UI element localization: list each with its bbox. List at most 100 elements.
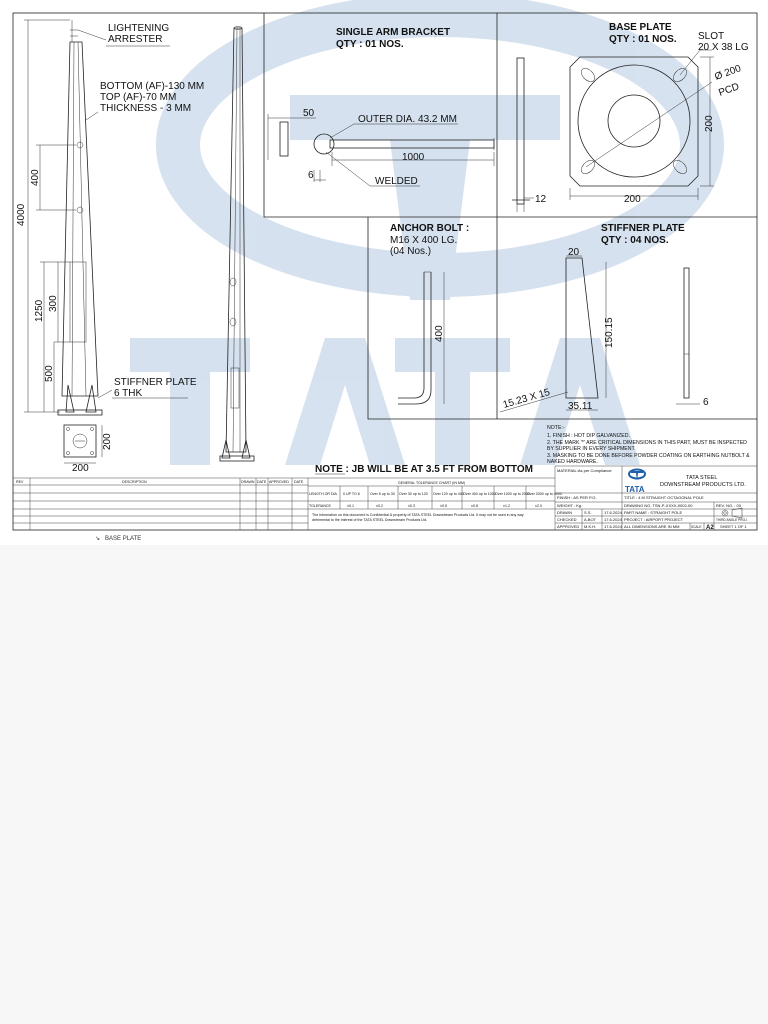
dim-1250: 1250: [34, 299, 45, 322]
tol-r2-7: ±2.0: [535, 504, 542, 508]
tol-r1-2: Over 6 up to 30: [370, 492, 395, 496]
note-3a: 3. MASKING TO BE DONE BEFORE POWDER COAT…: [547, 453, 750, 459]
tol-r2-6: ±1.2: [503, 504, 510, 508]
tb-material: MATERIAL:As per Compliance: [557, 468, 612, 473]
projection-symbol-icon: [721, 507, 743, 519]
notes-heading: NOTE:-: [547, 425, 565, 431]
base-plate-caption: ↘ BASE PLATE: [95, 535, 141, 542]
note-2b: BY SUPPLIER IN EVERY SHIPMENT.: [547, 446, 636, 452]
tb-logo-text: TATA: [625, 485, 645, 494]
tb-part-name: PART NAME : STRAIGHT POLE: [624, 510, 682, 515]
dim-300: 300: [48, 295, 59, 312]
base-plate-title: BASE PLATE: [609, 22, 672, 33]
tb-signer-date-1: 17.6.2024: [604, 517, 623, 522]
stiffner-qty: QTY : 04 NOS.: [601, 235, 669, 246]
anchor-bolt-title: ANCHOR BOLT :: [390, 223, 469, 234]
tb-weight: WEIGHT : Kg: [557, 503, 581, 508]
tol-r1-5: Over 400 up to 1000: [463, 492, 496, 496]
tb-title: TITLE : 4 M STRAIGHT OCTAGONAL POLE: [624, 495, 704, 500]
revision-table: [13, 477, 555, 530]
label-pcd-dia: Ø 200: [713, 63, 743, 83]
caption-text: BASE PLATE: [105, 536, 142, 542]
pole-front-view: [57, 20, 103, 416]
tolerance-title: GENERAL TOLERANCE CHART (IN MM): [398, 481, 465, 485]
dim-anchor-400: 400: [434, 325, 445, 342]
tol-r1-4: Over 120 up to 400: [433, 492, 464, 496]
tb-signer-name-2: M.K.H.: [584, 524, 596, 529]
base-plate-side-view: [512, 57, 534, 212]
title-block: [554, 465, 757, 530]
tb-company-2: DOWNSTREAM PRODUCTS LTD.: [660, 482, 746, 488]
label-lightening: LIGHTENING: [108, 23, 169, 34]
tb-signer-date-2: 17.6.2024: [604, 524, 623, 529]
dim-stiffner-20: 20: [568, 247, 580, 258]
tb-signer-date-0: 17.6.2024: [604, 510, 623, 515]
tb-signer-role-0: DRAWN: [557, 510, 572, 515]
tb-signer-role-2: APPROVED: [557, 524, 579, 529]
label-bottom-af: BOTTOM (AF)-130 MM: [100, 81, 204, 92]
dim-bracket-50: 50: [303, 108, 315, 119]
tol-r1-6: Over 1000 up to 2000: [495, 492, 530, 496]
rev-header-date: DATE: [257, 480, 267, 484]
tb-all-dims: ALL DIMENSIONS ARE IN MM: [624, 524, 679, 529]
section-frames: [263, 13, 757, 420]
tb-size: A2: [706, 525, 714, 531]
tol-r1-0: LENGTH OR DIA: [309, 492, 338, 496]
anchor-bolt-spec: M16 X 400 LG.: [390, 235, 457, 246]
note-3b: NAKED HARDWARE.: [547, 459, 598, 465]
tb-scale: SCALE: [691, 525, 701, 529]
dim-bracket-6: 6: [308, 170, 314, 181]
dim-base-200-vertical: 200: [704, 115, 715, 132]
pole-dimensions: [24, 19, 76, 413]
caption-arrow-icon: ↘: [95, 536, 101, 542]
stiffner-title: STIFFNER PLATE: [601, 223, 685, 234]
anchor-bolt-drawing: [398, 271, 445, 405]
tb-project: PROJECT : AIRPORT PROJECT: [624, 517, 684, 522]
note-1: 1. FINISH : HOT DIP GALVANIZED.: [547, 433, 630, 439]
dim-stiffner-6: 6: [703, 397, 709, 408]
confidential-line-1: The information on this document is Conf…: [312, 513, 524, 517]
tb-finish: FINISH : AS PER P.O.: [557, 495, 597, 500]
base-plate-top-view: [569, 49, 714, 200]
label-welded: WELDED: [375, 176, 418, 187]
dim-500: 500: [44, 365, 55, 382]
note-2a: 2. THE MARK '*' ARE CRITICAL DIMENSIONS …: [547, 440, 747, 446]
rev-header-drawn: DRAWN: [241, 480, 255, 484]
label-top-af: TOP (AF)-70 MM: [100, 92, 176, 103]
single-arm-bracket-drawing: [267, 114, 495, 187]
tb-rev-no: REV. NO. : 00: [716, 503, 742, 508]
dim-base-12: 12: [535, 194, 547, 205]
tol-r1-7: Over 2000 up to 4000: [527, 492, 562, 496]
confidential-line-2: detrimental to the interest of the TATA …: [312, 518, 427, 522]
label-slot: SLOT: [698, 31, 724, 42]
drawing-sheet: 4000 400 1250 300 500 LIGHTENING ARRESTE…: [12, 0, 758, 531]
label-arrester: ARRESTER: [108, 34, 162, 45]
label-pcd: PCD: [717, 81, 741, 99]
jb-note: NOTE : JB WILL BE AT 3.5 FT FROM BOTTOM: [315, 464, 533, 475]
label-outer-dia: OUTER DIA. 43.2 MM: [358, 114, 457, 125]
tol-r2-3: ±0.3: [408, 504, 415, 508]
label-stiffner-plate: STIFFNER PLATE: [114, 377, 197, 388]
tb-signer-name-0: S.S.: [584, 510, 592, 515]
stiffner-plate-drawing: [499, 255, 700, 413]
tol-r2-1: ±0.1: [347, 504, 354, 508]
dim-base-200-horizontal: 200: [624, 194, 641, 205]
tata-logo-icon: [628, 468, 646, 481]
sheet-border: [12, 12, 758, 531]
tb-signer-name-1: A.BOT: [584, 517, 597, 522]
tb-drawing-no: DRAWING NO. TSN-P-XXXX-0002-00: [624, 503, 693, 508]
engineering-drawing: 4000 400 1250 300 500 LIGHTENING ARRESTE…: [12, 0, 758, 531]
tol-r2-5: ±0.8: [471, 504, 478, 508]
bracket-title: SINGLE ARM BRACKET: [336, 27, 450, 38]
dim-bracket-1000: 1000: [402, 152, 425, 163]
dim-base-200-h: 200: [72, 463, 89, 474]
tb-company-1: TATA STEEL: [686, 475, 717, 481]
tb-sheet: SHEET 1 OF 1: [720, 524, 747, 529]
tol-r2-0: TOLERANCE: [309, 504, 332, 508]
rev-header-description: DESCRIPTION: [122, 480, 147, 484]
label-thickness: THICKNESS - 3 MM: [100, 103, 191, 114]
tol-r1-1: 0 UP TO 6: [343, 492, 360, 496]
anchor-bolt-count: (04 Nos.): [390, 246, 431, 257]
pole-base-plate-view: [63, 424, 103, 464]
tol-r1-3: Over 30 up to 120: [399, 492, 428, 496]
